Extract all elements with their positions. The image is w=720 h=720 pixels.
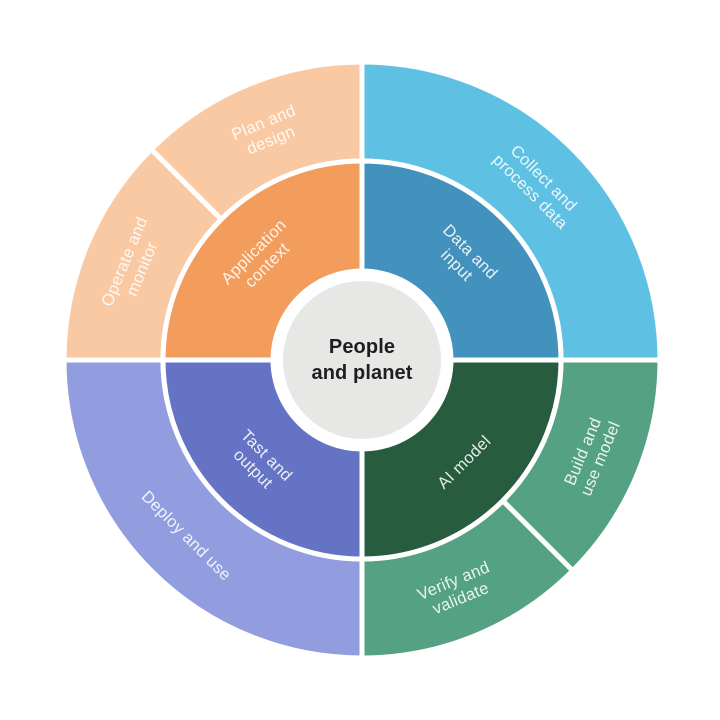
inner-segment-tast-and-output xyxy=(160,357,365,562)
center-hub-circle xyxy=(277,275,447,445)
inner-segment-ai-model xyxy=(359,357,564,562)
inner-segment-application-context xyxy=(160,158,365,363)
inner-segment-data-and-input xyxy=(359,158,564,363)
